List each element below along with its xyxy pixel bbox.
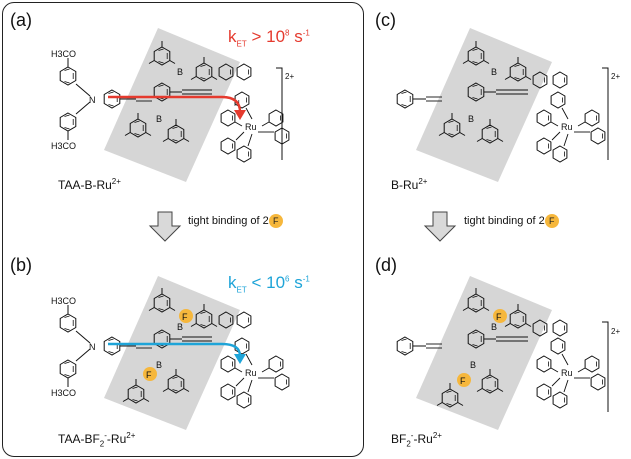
compound-taa-bf2-ru: TAA-BF2--Ru2+: [58, 431, 136, 449]
charge-d: 2+: [611, 327, 621, 336]
electron-transfer-arrow-slow: [108, 342, 242, 357]
ruthenium-atom: Ru: [561, 368, 573, 378]
binding-arrow-left: [148, 211, 182, 242]
methoxyphenyl-ring: [59, 66, 77, 86]
panel-b-label: (b): [10, 255, 32, 275]
boron-atom: B: [156, 114, 162, 124]
boron-atom: B: [491, 67, 497, 77]
electron-transfer-arrow-fast: [108, 95, 242, 113]
boron-atom: B: [177, 67, 183, 77]
panel-c-structure: B B Ru: [396, 28, 609, 182]
charge-a: 2+: [285, 72, 295, 81]
panel-d-label: (d): [375, 255, 397, 275]
fluoride-marker: [143, 367, 157, 381]
ruthenium-atom: Ru: [245, 368, 257, 378]
fluoride-marker: [457, 373, 471, 387]
panel-b-structure: H3CO H3CO N F B F B Ru: [51, 276, 289, 430]
panel-c-label: (c): [375, 10, 396, 30]
methoxy-top: H3CO: [51, 49, 76, 59]
methoxy-top: H3CO: [51, 296, 76, 306]
fluoride-badge: F: [268, 214, 283, 228]
charge-c: 2+: [611, 72, 621, 81]
boron-atom: B: [491, 322, 497, 332]
compound-b-ru: B-Ru2+: [391, 177, 428, 192]
boron-atom: B: [470, 360, 476, 370]
compound-bf2-ru: BF2--Ru2+: [391, 431, 442, 449]
boron-atom: B: [156, 360, 162, 370]
methoxy-bottom: H3CO: [51, 141, 76, 151]
ruthenium-atom: Ru: [245, 122, 257, 132]
fluoride-marker: [493, 309, 507, 323]
methoxy-bottom: H3CO: [51, 388, 76, 398]
boron-atom: B: [177, 322, 183, 332]
left-panel-frame: [2, 2, 364, 457]
fluoride-atom: F: [182, 312, 188, 322]
rate-fast-label: kET > 108 s-1: [228, 27, 310, 49]
ruthenium-atom: Ru: [561, 122, 573, 132]
fluoride-badge: F: [544, 214, 559, 228]
panel-a-structure: H3CO H3CO N B B N Ru: [51, 28, 289, 182]
rate-slow-label: kET < 106 s-1: [228, 273, 310, 295]
amine-nitrogen: N: [89, 95, 96, 105]
amine-nitrogen: N: [89, 342, 96, 352]
panel-a-label: (a): [10, 10, 32, 30]
fluoride-atom: F: [496, 312, 502, 322]
fluoride-marker: [179, 309, 193, 323]
boron-atom: B: [468, 114, 474, 124]
compound-taa-b-ru: TAA-B-Ru2+: [58, 177, 121, 192]
gray-shade: [104, 28, 240, 182]
fluoride-atom: F: [146, 370, 152, 380]
binding-arrow-right: [423, 211, 457, 242]
panel-d-structure: F B F B Ru: [396, 276, 609, 430]
fluoride-atom: F: [460, 376, 466, 386]
methoxyphenyl-ring: [59, 112, 77, 132]
